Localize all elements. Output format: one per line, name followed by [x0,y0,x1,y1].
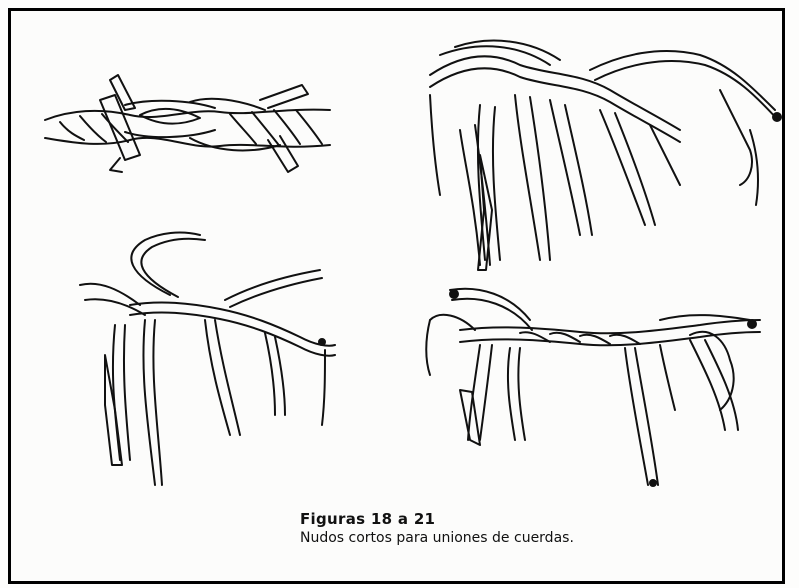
caption-title: Figuras 18 a 21 [300,509,574,529]
figure-21-illustration [420,280,770,495]
figure-19-illustration [420,35,790,270]
figure-20-illustration [60,225,350,495]
figure-18-illustration [40,60,340,190]
figure-caption: Figuras 18 a 21 Nudos cortos para unione… [300,509,574,547]
caption-text: Nudos cortos para uniones de cuerdas. [300,529,574,547]
